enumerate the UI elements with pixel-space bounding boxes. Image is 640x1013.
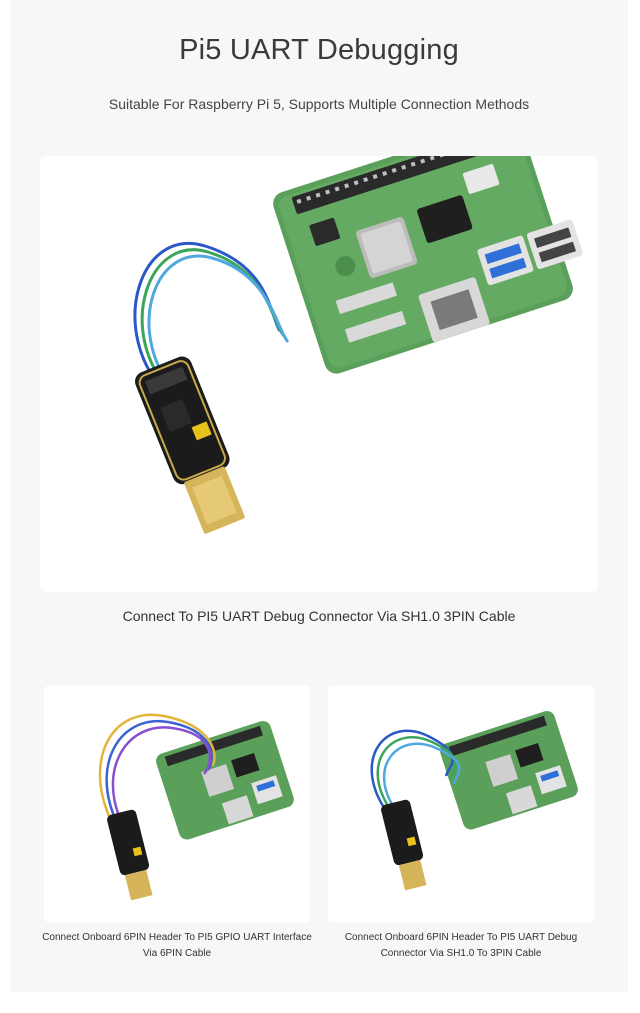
card-caption-line: Via 6PIN Cable <box>142 948 212 959</box>
card-caption-debug-connector: Connect Onboard 6PIN Header To PI5 UART … <box>316 930 606 962</box>
debug-connector-illustration <box>370 710 578 891</box>
pi5-uart-debug-illustration <box>133 156 583 534</box>
gpio-uart-illustration <box>98 713 294 901</box>
card-caption-line: Connect Onboard 6PIN Header To PI5 GPIO … <box>42 932 312 943</box>
page-subtitle: Suitable For Raspberry Pi 5, Supports Mu… <box>108 96 530 112</box>
page-title: Pi5 UART Debugging <box>179 34 459 66</box>
card-caption-line: Connector Via SH1.0 To 3PIN Cable <box>380 948 542 959</box>
hero-image <box>40 156 598 592</box>
card-caption-gpio-uart: Connect Onboard 6PIN Header To PI5 GPIO … <box>32 930 322 962</box>
card-image-gpio-uart <box>44 686 310 922</box>
page-panel: Pi5 UART Debugging Suitable For Raspberr… <box>10 0 628 992</box>
card-image-debug-connector <box>328 686 594 922</box>
hero-caption: Connect To PI5 UART Debug Connector Via … <box>122 608 516 624</box>
card-caption-line: Connect Onboard 6PIN Header To PI5 UART … <box>344 932 578 943</box>
